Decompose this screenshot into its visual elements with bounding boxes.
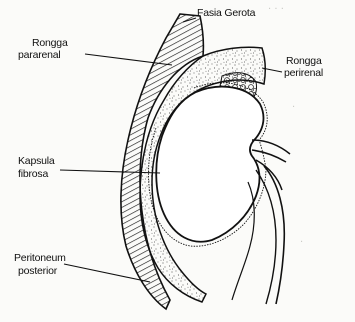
label-pararenal-line1: Rongga	[32, 37, 68, 49]
label-capsule-line2: fibrosa	[18, 168, 48, 180]
svg-text:·: ·	[292, 102, 295, 113]
label-peritoneum-line1: Peritoneum	[14, 252, 66, 264]
label-perirenal-line2: perirenal	[284, 67, 323, 79]
label-fascia-gerota: Fasia Gerota	[197, 7, 256, 19]
label-peritoneum-line2: posterior	[18, 265, 58, 277]
label-capsule-line1: Kapsula	[18, 155, 55, 167]
label-perirenal-line1: Rongga	[286, 55, 322, 67]
svg-text:·: ·	[300, 237, 303, 248]
svg-text:· · ·: · · ·	[268, 4, 284, 15]
label-pararenal-line2: pararenal	[18, 49, 61, 61]
